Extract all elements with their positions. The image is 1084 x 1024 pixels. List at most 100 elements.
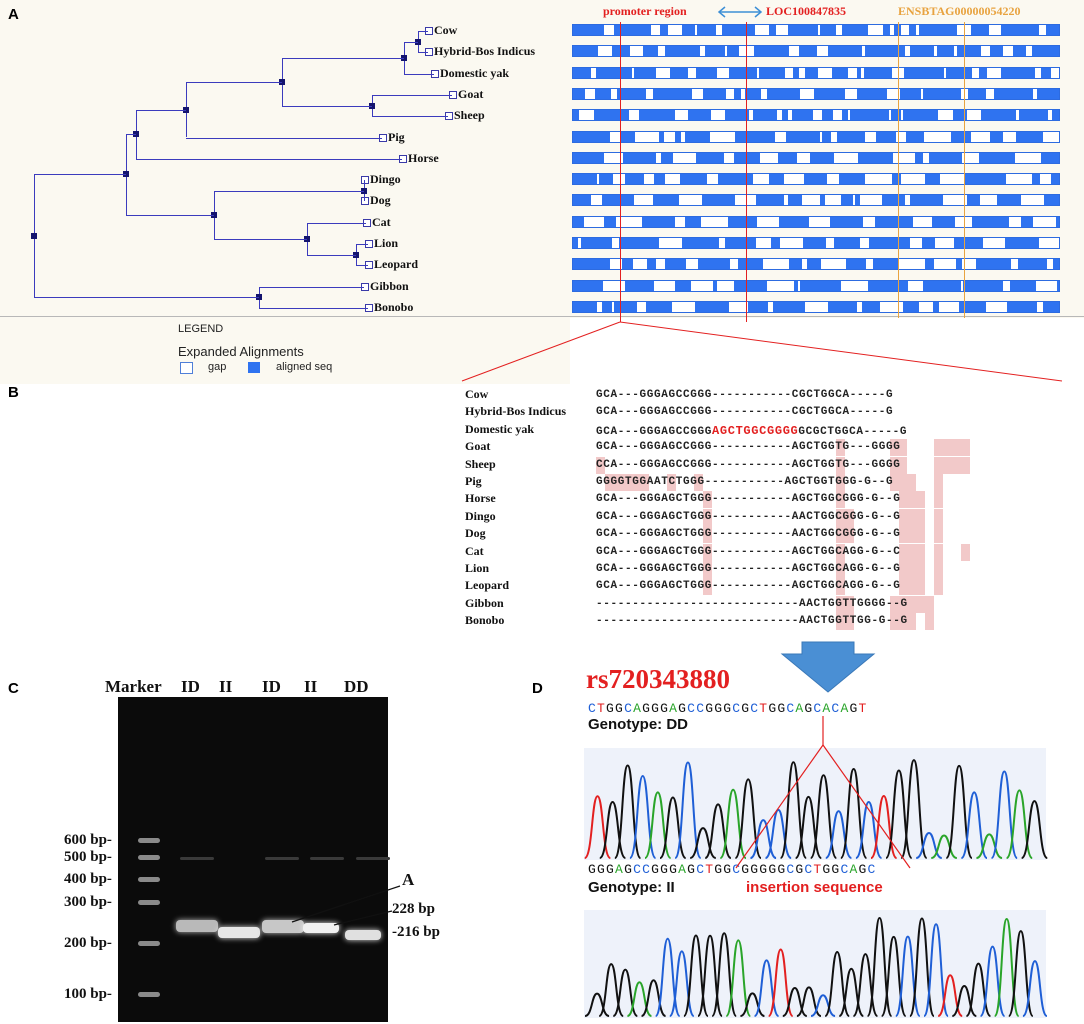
branch-h — [126, 134, 136, 136]
variant-highlight — [898, 508, 926, 526]
aligned-segment — [953, 110, 967, 121]
aligned-segment — [573, 280, 603, 291]
species-label: Sheep — [454, 108, 485, 123]
variant-highlight — [960, 543, 970, 561]
panel-b-letter: B — [8, 384, 19, 401]
aligned-segment — [820, 195, 825, 206]
aligned-segment — [903, 110, 938, 121]
aligned-segment — [767, 88, 800, 99]
aligned-segment — [971, 25, 989, 35]
aligned-segment — [718, 174, 753, 185]
legend-title: LEGEND — [178, 323, 224, 335]
aligned-segment — [653, 195, 679, 206]
marker-band — [138, 855, 160, 860]
alignment-sequence: ----------------------------AACTGGTTGG-G… — [596, 615, 908, 628]
aligned-segment — [773, 301, 805, 312]
branch-h — [282, 105, 372, 107]
aligned-segment — [862, 301, 880, 312]
aligned-segment — [994, 88, 1033, 99]
aligned-segment — [634, 67, 656, 78]
aligned-segment — [951, 131, 971, 142]
aligned-segment — [837, 131, 865, 142]
aligned-segment — [1018, 259, 1047, 270]
tree-node — [31, 232, 37, 239]
aligned-segment — [1037, 88, 1059, 99]
branch-h — [259, 307, 368, 309]
aligned-segment — [594, 110, 629, 121]
marker-size-label: 500 bp- — [64, 849, 112, 865]
variant-highlight — [889, 613, 917, 631]
legend-gap-label: gap — [208, 361, 227, 373]
alignment-species-name: Pig — [465, 474, 482, 488]
alignment-sequence: ----------------------------AACTGGTTGGGG… — [596, 597, 908, 610]
variant-highlight — [934, 508, 944, 526]
aligned-segment — [625, 280, 654, 291]
aligned-segment — [963, 280, 1003, 291]
aligned-segment — [680, 174, 707, 185]
aligned-segment — [682, 25, 695, 35]
variant-highlight — [898, 491, 926, 509]
aligned-segment — [929, 152, 962, 163]
chromatogram-dd — [584, 748, 1049, 860]
variant-highlight — [836, 613, 855, 631]
chromatogram-peak — [951, 985, 977, 1017]
chromatogram-peak — [976, 833, 1003, 859]
aligned-segment — [923, 280, 961, 291]
marker-band — [138, 838, 160, 843]
aligned-segment — [661, 152, 673, 163]
aligned-segment — [685, 131, 710, 142]
aligned-segment — [573, 46, 598, 57]
species-label: Domestic yak — [440, 65, 509, 80]
aligned-segment — [596, 67, 632, 78]
aligned-segment — [728, 216, 757, 227]
alignment-species-name: Cow — [465, 387, 489, 401]
panel-a-divider — [0, 316, 1084, 317]
aligned-segment — [643, 46, 658, 57]
variant-highlight — [934, 543, 944, 561]
band-216-label: -216 bp — [392, 924, 440, 940]
aligned-segment — [682, 238, 719, 248]
ensb-line-right — [964, 22, 965, 318]
aligned-segment — [573, 259, 610, 270]
variant-highlight — [934, 456, 970, 474]
aligned-segment — [915, 152, 923, 163]
aligned-segment — [769, 174, 784, 185]
aligned-segment — [846, 259, 866, 270]
aligned-segment — [727, 46, 739, 57]
aligned-segment — [623, 152, 656, 163]
variant-highlight — [667, 474, 677, 491]
alignment-sequence: GCA---GGGAGCCGGGAGCTGGCGGGGGCGCTGGCA----… — [596, 423, 908, 438]
tip-marker — [361, 197, 369, 206]
legend-background — [0, 318, 570, 384]
species-label: Dingo — [370, 172, 401, 187]
aligned-segment — [925, 259, 934, 270]
lane-label: II — [219, 677, 233, 696]
variant-highlight — [836, 543, 846, 561]
branch-h — [307, 254, 356, 256]
branch-h — [418, 52, 428, 54]
sequence-dd: CTGGCAGGGAGCCGGGCGCTGGCAGCACAGT — [588, 701, 868, 716]
variant-highlight — [934, 474, 944, 491]
aligned-segment — [729, 67, 757, 78]
variant-highlight — [702, 561, 712, 578]
aligned-segment — [617, 88, 646, 99]
gap-swatch — [180, 362, 193, 374]
aligned-segment — [990, 46, 1003, 57]
dna-band — [218, 926, 260, 938]
aligned-segment — [858, 152, 893, 163]
aligned-segment — [1053, 259, 1059, 270]
aligned-segment — [734, 152, 760, 163]
aligned-segment — [735, 131, 775, 142]
aligned-segment — [696, 152, 724, 163]
tree-node — [256, 294, 262, 301]
chromatogram-peak — [1020, 800, 1049, 859]
variant-highlight — [836, 595, 855, 613]
variant-highlight — [934, 491, 944, 509]
aligned-segment — [725, 110, 749, 121]
aligned-segment — [900, 88, 921, 99]
chromatogram-peak — [767, 948, 794, 1017]
alignment-bar — [572, 300, 1060, 313]
lane-label: DD — [344, 677, 369, 696]
aligned-segment — [850, 110, 889, 121]
aligned-segment — [573, 110, 579, 121]
